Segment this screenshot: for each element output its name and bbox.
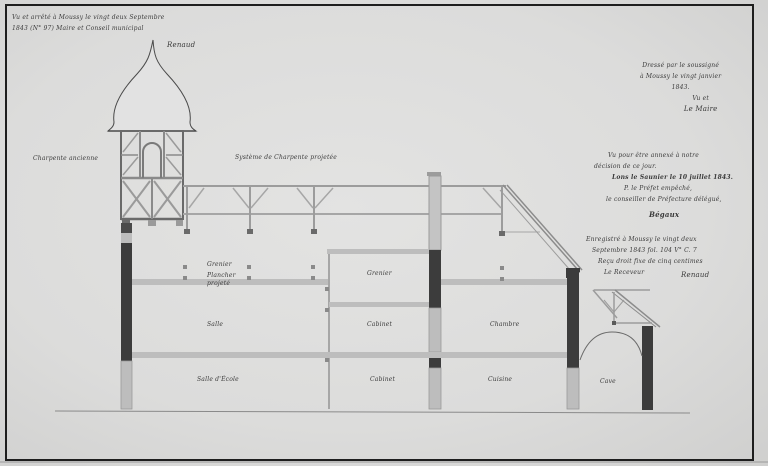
label-cuisine: Cuisine bbox=[488, 376, 513, 383]
annotation-line: Vu pour être annexé à notre bbox=[608, 152, 699, 159]
label-cabinet-upper: Cabinet bbox=[367, 321, 393, 328]
annotation-line: Lons le Saunier le 10 juillet 1843. bbox=[612, 174, 733, 181]
bell-tower bbox=[106, 39, 198, 226]
label-attic-left-floor: Plancher bbox=[207, 272, 236, 279]
roof-truss-projected bbox=[183, 184, 583, 271]
signature: Renaud bbox=[681, 271, 710, 279]
right-wall bbox=[566, 268, 580, 410]
annotation-line: Septembre 1843 fol. 104 V° C. 7 bbox=[592, 247, 697, 254]
annotation-line: P. le Préfet empêché, bbox=[624, 185, 693, 192]
signature: Le Maire bbox=[683, 105, 718, 113]
annotation-line: 1843. bbox=[671, 84, 690, 91]
chimney bbox=[427, 172, 442, 410]
annotation-line: Vu et arrêté à Moussy le vingt deux Sept… bbox=[12, 14, 165, 21]
label-attic-mid: Grenier bbox=[367, 270, 392, 277]
annotation-line: Dressé par le soussigné bbox=[642, 62, 720, 69]
label-chambre: Chambre bbox=[490, 321, 520, 328]
label-salle-ecole: Salle d'École bbox=[197, 376, 239, 383]
label-attic-left-projected: projeté bbox=[207, 280, 231, 287]
annotation-right-middle: Vu pour être annexé à notre décision de … bbox=[594, 150, 733, 219]
annotation-line: décision de ce jour. bbox=[594, 163, 657, 170]
annotation-line: le conseiller de Préfecture délégué, bbox=[606, 196, 722, 203]
label-cave: Cave bbox=[600, 378, 616, 385]
annotation-line: Vu et bbox=[692, 95, 709, 102]
floors bbox=[132, 249, 571, 409]
annotation-top-left: Vu et arrêté à Moussy le vingt deux Sept… bbox=[12, 12, 195, 49]
label-salle: Salle bbox=[207, 321, 224, 328]
left-wall bbox=[120, 223, 133, 410]
label-projected-framing: Système de Charpente projetée bbox=[235, 154, 338, 161]
label-attic-left: Grenier bbox=[207, 261, 232, 268]
annotation-line: Enregistré à Moussy le vingt deux bbox=[586, 236, 697, 243]
cellar-annex bbox=[579, 289, 661, 410]
annotation-line: à Moussy le vingt janvier bbox=[640, 73, 722, 80]
annotation-line: Reçu droit fixe de cinq centimes bbox=[598, 258, 703, 265]
frame-border bbox=[5, 4, 754, 461]
annotation-line: Le Receveur bbox=[604, 269, 645, 276]
ground-line bbox=[54, 410, 691, 414]
signature: Bégaux bbox=[649, 210, 680, 219]
annotation-top-right: Dressé par le soussigné à Moussy le ving… bbox=[640, 60, 721, 115]
label-old-framing: Charpente ancienne bbox=[33, 155, 99, 162]
annotation-right-lower: Enregistré à Moussy le vingt deux Septem… bbox=[586, 234, 709, 289]
label-cabinet-lower: Cabinet bbox=[370, 376, 396, 383]
signature: Renaud bbox=[167, 41, 196, 49]
annotation-line: 1843 (N° 97) Maire et Conseil municipal bbox=[12, 25, 144, 32]
